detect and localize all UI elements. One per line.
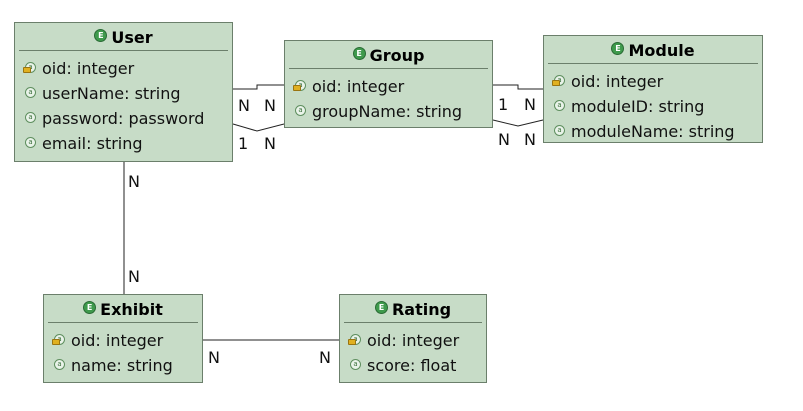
attribute-label: score: float xyxy=(367,356,457,375)
exhibit-entity-title: Exhibit xyxy=(100,299,163,319)
user-entity[interactable]: E User a oid: integer a userName: string… xyxy=(14,22,233,162)
entity-icon: E xyxy=(352,46,366,60)
multiplicity-user-group-bottom-left: 1 xyxy=(238,134,249,153)
attribute-label: oid: integer xyxy=(42,59,135,78)
key-attribute-icon: a xyxy=(52,334,65,345)
attribute-icon: a xyxy=(295,105,306,116)
rating-entity-header: E Rating xyxy=(344,295,482,323)
multiplicity-group-module-bottom-right: N xyxy=(524,130,536,149)
exhibit-attribute-name[interactable]: a name: string xyxy=(54,353,202,378)
exhibit-entity-header: E Exhibit xyxy=(48,295,198,323)
key-attribute-icon: a xyxy=(552,75,565,86)
multiplicity-user-exhibit-bottom: N xyxy=(128,267,140,286)
attribute-icon: a xyxy=(25,87,36,98)
group-attribute-oid[interactable]: a oid: integer xyxy=(293,74,492,99)
user-attribute-list: a oid: integer a userName: string a pass… xyxy=(15,51,232,156)
group-attribute-groupname[interactable]: a groupName: string xyxy=(295,99,492,124)
attribute-label: oid: integer xyxy=(571,72,664,91)
multiplicity-group-module-bottom-left: N xyxy=(498,130,510,149)
module-entity-header: E Module xyxy=(548,36,758,64)
attribute-label: oid: integer xyxy=(312,77,405,96)
attribute-label: moduleName: string xyxy=(571,122,735,141)
user-attribute-oid[interactable]: a oid: integer xyxy=(23,56,232,81)
user-attribute-password[interactable]: a password: password xyxy=(25,106,232,131)
user-entity-header: E User xyxy=(19,23,228,51)
attribute-icon: a xyxy=(25,137,36,148)
user-group-lower-connector xyxy=(232,123,285,132)
entity-icon: E xyxy=(374,300,388,314)
attribute-label: userName: string xyxy=(42,84,181,103)
attribute-label: groupName: string xyxy=(312,102,463,121)
entity-icon: E xyxy=(611,41,625,55)
attribute-icon: a xyxy=(25,112,36,123)
group-entity-header: E Group xyxy=(289,41,488,69)
user-attribute-username[interactable]: a userName: string xyxy=(25,81,232,106)
attribute-label: oid: integer xyxy=(367,331,460,350)
attribute-icon: a xyxy=(554,125,565,136)
attribute-icon: a xyxy=(554,100,565,111)
rating-entity-title: Rating xyxy=(391,299,452,319)
group-module-upper-connector xyxy=(493,84,543,90)
entity-icon: E xyxy=(94,28,108,42)
group-entity[interactable]: E Group a oid: integer a groupName: stri… xyxy=(284,40,493,128)
entity-icon: E xyxy=(83,300,97,314)
group-module-lower-connector xyxy=(492,119,544,127)
user-entity-title: User xyxy=(111,27,153,47)
attribute-icon: a xyxy=(54,359,65,370)
rating-attribute-list: a oid: integer a score: float xyxy=(340,323,486,378)
rating-attribute-score[interactable]: a score: float xyxy=(350,353,486,378)
group-attribute-list: a oid: integer a groupName: string xyxy=(285,69,492,124)
multiplicity-user-exhibit-top: N xyxy=(128,172,140,191)
attribute-label: moduleID: string xyxy=(571,97,705,116)
exhibit-attribute-oid[interactable]: a oid: integer xyxy=(52,328,202,353)
key-attribute-icon: a xyxy=(348,334,361,345)
user-group-upper-connector xyxy=(233,84,284,90)
user-attribute-email[interactable]: a email: string xyxy=(25,131,232,156)
module-entity-title: Module xyxy=(628,40,695,60)
multiplicity-user-group-top-right: N xyxy=(264,96,276,115)
module-entity[interactable]: E Module a oid: integer a moduleID: stri… xyxy=(543,35,763,143)
key-attribute-icon: a xyxy=(23,62,36,73)
multiplicity-exhibit-rating-right: N xyxy=(319,348,331,367)
multiplicity-user-group-bottom-right: N xyxy=(264,134,276,153)
rating-entity[interactable]: E Rating a oid: integer a score: float xyxy=(339,294,487,383)
module-attribute-moduleid[interactable]: a moduleID: string xyxy=(554,94,762,119)
exhibit-attribute-list: a oid: integer a name: string xyxy=(44,323,202,378)
module-attribute-oid[interactable]: a oid: integer xyxy=(552,69,762,94)
module-attribute-modulename[interactable]: a moduleName: string xyxy=(554,119,762,144)
attribute-label: password: password xyxy=(42,109,205,128)
attribute-label: oid: integer xyxy=(71,331,164,350)
attribute-label: name: string xyxy=(71,356,173,375)
group-entity-title: Group xyxy=(369,45,425,65)
module-attribute-list: a oid: integer a moduleID: string a modu… xyxy=(544,64,762,144)
rating-attribute-oid[interactable]: a oid: integer xyxy=(348,328,486,353)
exhibit-entity[interactable]: E Exhibit a oid: integer a name: string xyxy=(43,294,203,383)
multiplicity-exhibit-rating-left: N xyxy=(208,348,220,367)
attribute-label: email: string xyxy=(42,134,143,153)
multiplicity-group-module-top-left: 1 xyxy=(498,95,509,114)
multiplicity-user-group-top-left: N xyxy=(238,96,250,115)
multiplicity-group-module-top-right: N xyxy=(524,95,536,114)
key-attribute-icon: a xyxy=(293,80,306,91)
attribute-icon: a xyxy=(350,359,361,370)
